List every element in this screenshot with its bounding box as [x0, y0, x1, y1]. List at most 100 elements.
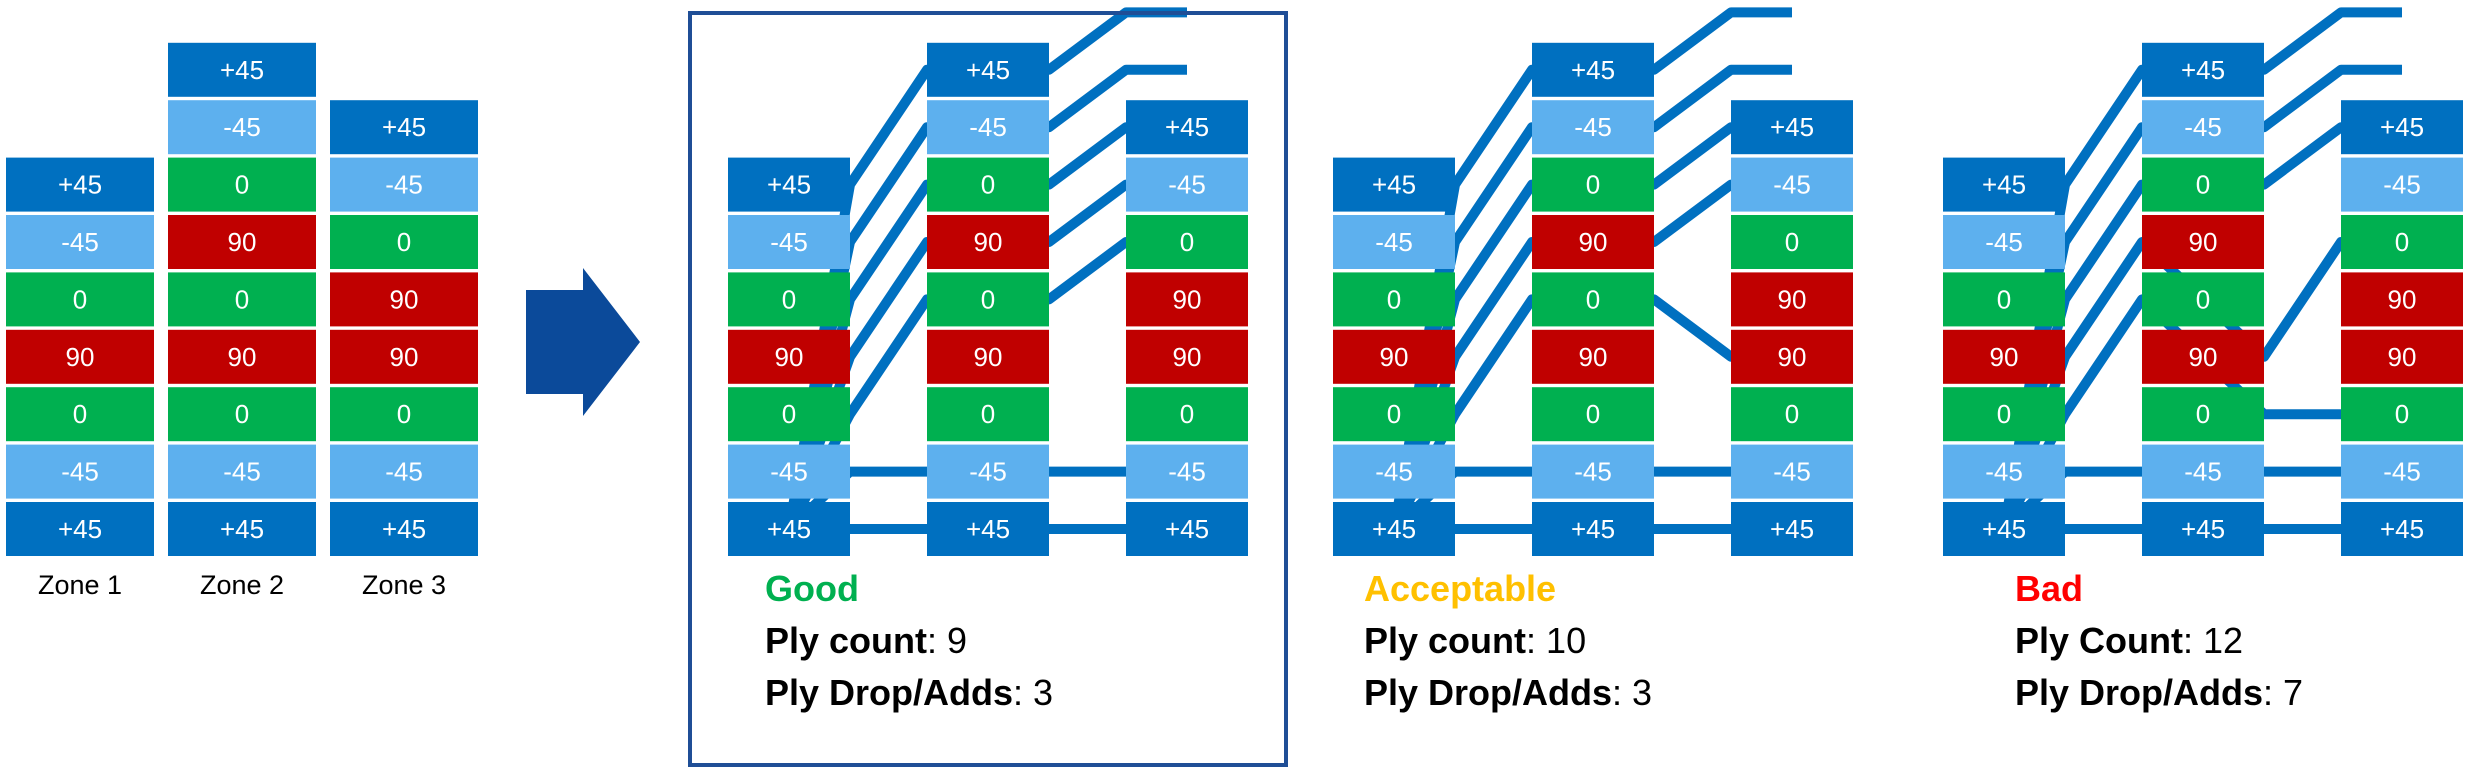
ply-angle-label: 90	[1990, 342, 2019, 372]
ply-angle-label: 90	[2388, 342, 2417, 372]
ply-angle-label: -45	[1168, 457, 1206, 487]
rating-label: Good	[765, 568, 859, 609]
ply-block-90: 90	[1532, 215, 1654, 269]
ply-block-0: 0	[1532, 157, 1654, 212]
ply-angle-label: +45	[2380, 514, 2424, 544]
ply-angle-label: 0	[1180, 399, 1194, 429]
ply-block-plus45: +45	[1731, 502, 1853, 556]
ply-angle-label: +45	[382, 112, 426, 142]
ply-angle-label: 0	[1586, 399, 1600, 429]
ply-angle-label: 0	[2395, 227, 2409, 257]
ply-block-plus45: +45	[1731, 100, 1853, 155]
ply-block-0: 0	[2341, 387, 2463, 442]
ply-angle-label: +45	[1982, 170, 2026, 200]
ply-angle-label: +45	[1571, 514, 1615, 544]
ply-block-minus45: -45	[927, 444, 1049, 499]
ply-drops-line: Ply Drop/Adds: 7	[2015, 672, 2304, 713]
ply-block-minus45: -45	[1126, 444, 1248, 499]
ply-block-minus45: -45	[2341, 157, 2463, 212]
ply-angle-label: +45	[1372, 170, 1416, 200]
ply-angle-label: +45	[1165, 112, 1209, 142]
ply-angle-label: 90	[2388, 284, 2417, 314]
ply-block-0: 0	[1532, 272, 1654, 327]
ply-block-0: 0	[728, 387, 850, 442]
ply-drops-label: Ply Drop/Adds	[1364, 672, 1613, 713]
ply-angle-label: 90	[1173, 342, 1202, 372]
ply-angle-label: 0	[981, 399, 995, 429]
ply-block-plus45: +45	[927, 42, 1049, 97]
ply-block-0: 0	[927, 272, 1049, 327]
ply-block-plus45: +45	[168, 502, 316, 556]
ply-block-minus45: -45	[330, 444, 478, 499]
ply-angle-label: 0	[2395, 399, 2409, 429]
ply-block-90: 90	[2341, 272, 2463, 327]
ply-angle-label: 0	[1387, 284, 1401, 314]
ply-block-0: 0	[330, 215, 478, 269]
ply-angle-label: +45	[767, 514, 811, 544]
rating-label: Bad	[2015, 568, 2084, 609]
ply-angle-label: -45	[1773, 170, 1811, 200]
ply-block-plus45: +45	[728, 157, 850, 212]
zone-label: Zone 3	[362, 570, 446, 600]
ply-angle-label: 90	[390, 342, 419, 372]
ply-angle-label: -45	[770, 227, 808, 257]
ply-block-plus45: +45	[1126, 502, 1248, 556]
acceptable-design-summary: Acceptable Ply count: 10 Ply Drop/Adds: …	[1364, 563, 1652, 719]
ply-angle-label: 0	[1387, 399, 1401, 429]
ply-block-0: 0	[927, 387, 1049, 442]
ply-block-minus45: -45	[168, 100, 316, 155]
ply-angle-label: -45	[2184, 457, 2222, 487]
ply-angle-label: +45	[58, 170, 102, 200]
design-columns: +45-450900-45+45+45-450900900-45+45+45-4…	[1333, 42, 1853, 556]
ply-block-90: 90	[1333, 329, 1455, 384]
ply-block-90: 90	[2142, 215, 2264, 269]
ply-angle-label: +45	[966, 55, 1010, 85]
ply-angle-label: 90	[228, 342, 257, 372]
ply-block-minus45: -45	[1731, 444, 1853, 499]
ply-block-plus45: +45	[330, 100, 478, 155]
zone-label: Zone 1	[38, 570, 122, 600]
ply-angle-label: -45	[61, 227, 99, 257]
ply-block-90: 90	[330, 272, 478, 327]
ply-block-minus45: -45	[927, 100, 1049, 155]
ply-block-plus45: +45	[2142, 502, 2264, 556]
ply-angle-label: -45	[1375, 227, 1413, 257]
ply-count-label: Ply count	[1364, 620, 1527, 661]
ply-angle-label: 90	[66, 342, 95, 372]
ply-drops-line: Ply Drop/Adds: 3	[1364, 672, 1653, 713]
ply-block-plus45: +45	[728, 502, 850, 556]
ply-block-0: 0	[927, 157, 1049, 212]
ply-block-0: 0	[168, 387, 316, 442]
ply-angle-label: 0	[782, 284, 796, 314]
ply-angle-label: 0	[1997, 284, 2011, 314]
ply-angle-label: +45	[2181, 55, 2225, 85]
ply-block-plus45: +45	[1532, 42, 1654, 97]
ply-angle-label: 0	[981, 170, 995, 200]
ply-angle-label: 0	[397, 227, 411, 257]
ply-block-plus45: +45	[2142, 42, 2264, 97]
rating-label: Acceptable	[1364, 568, 1557, 609]
design-columns: +45-450900-45+45+45-450900900-45+45+45-4…	[728, 42, 1248, 556]
ply-angle-label: -45	[385, 170, 423, 200]
design-columns: +45-450900-45+45+45-450900900-45+45+45-4…	[1943, 42, 2463, 556]
ply-angle-label: +45	[966, 514, 1010, 544]
ply-block-90: 90	[927, 215, 1049, 269]
ply-angle-label: +45	[2380, 112, 2424, 142]
ply-block-90: 90	[1532, 329, 1654, 384]
decorations	[526, 11, 1288, 767]
ply-block-90: 90	[168, 215, 316, 269]
ply-count-line: Ply count: 10	[1364, 620, 1587, 661]
ply-angle-label: +45	[220, 55, 264, 85]
ply-block-minus45: -45	[1532, 100, 1654, 155]
ply-block-plus45: +45	[1532, 502, 1654, 556]
ply-angle-label: 0	[1180, 227, 1194, 257]
ply-angle-label: +45	[1770, 514, 1814, 544]
ply-block-plus45: +45	[168, 42, 316, 97]
ply-block-90: 90	[1943, 329, 2065, 384]
